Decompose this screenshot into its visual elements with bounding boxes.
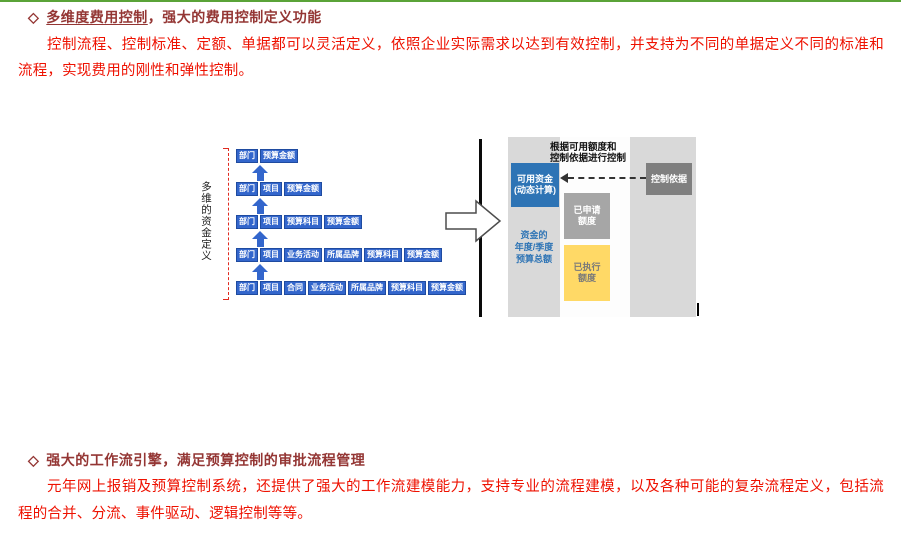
executed-quota-line2: 额度 <box>577 273 596 283</box>
budget-total-line2: 年度/季度 <box>514 242 554 252</box>
dimension-box: 所属品牌 <box>324 248 362 262</box>
available-funds-line1: 可用资金 <box>516 174 553 184</box>
applied-quota-line2: 额度 <box>577 216 596 226</box>
dashed-connector-arrowhead-icon <box>560 173 568 183</box>
dimension-box: 部门 <box>236 182 258 196</box>
dimension-box: 预算金额 <box>260 149 298 163</box>
available-funds-line2: (动态计算) <box>514 185 556 195</box>
dashed-connector-line <box>568 177 646 179</box>
up-arrow-icon <box>252 231 268 247</box>
dimension-bracket-line <box>228 148 229 300</box>
dimension-box: 预算金额 <box>324 215 362 229</box>
budget-control-diagram: 多维的资金定义 部门 预算金额 部门 项目 预算金额 部门 项目 预算科目 预算… <box>195 135 707 327</box>
budget-dimension-row-4: 部门 项目 业务活动 所属品牌 预算科目 预算金额 <box>236 248 442 262</box>
section2-paragraph: 元年网上报销及预算控制系统，还提供了强大的工作流建模能力，支持专业的流程建模，以… <box>18 479 884 522</box>
dimension-box: 业务活动 <box>308 281 346 295</box>
control-basis-box: 控制依据 <box>646 163 692 195</box>
dimension-box: 预算科目 <box>364 248 402 262</box>
dimension-box: 合同 <box>284 281 306 295</box>
applied-quota-line1: 已申请 <box>573 205 601 215</box>
budget-total-label: 资金的 年度/季度 预算总额 <box>508 229 560 265</box>
budget-dimension-row-1: 部门 预算金额 <box>236 149 298 163</box>
bracket-tick-bottom <box>223 299 228 300</box>
dimension-box: 预算金额 <box>284 182 322 196</box>
section1-heading: ◇ 多维度费用控制，强大的费用控制定义功能 <box>28 7 322 27</box>
available-funds-box: 可用资金 (动态计算) <box>511 163 559 207</box>
dimension-box: 预算金额 <box>404 248 442 262</box>
budget-dimension-row-3: 部门 项目 预算科目 预算金额 <box>236 215 362 229</box>
budget-total-line3: 预算总额 <box>515 254 552 264</box>
panel-title: 根据可用额度和 控制依据进行控制 <box>550 142 626 164</box>
dimension-box: 预算金额 <box>428 281 466 295</box>
section1-heading-part2: ，强大的费用控制定义功能 <box>147 9 322 25</box>
dimension-box: 业务活动 <box>284 248 322 262</box>
panel-title-line2: 控制依据进行控制 <box>550 153 627 164</box>
dimension-box: 部门 <box>236 281 258 295</box>
right-arrow-icon <box>445 199 502 243</box>
dimension-box: 预算科目 <box>284 215 322 229</box>
dimension-box: 项目 <box>260 182 282 196</box>
executed-quota-box: 已执行 额度 <box>564 245 610 301</box>
dimension-box: 部门 <box>236 215 258 229</box>
bracket-tick-top <box>223 148 228 149</box>
dimension-box: 所属品牌 <box>348 281 386 295</box>
text-cursor <box>697 303 699 316</box>
up-arrow-icon <box>252 198 268 214</box>
control-basis-label: 控制依据 <box>650 173 687 184</box>
dimension-box: 项目 <box>260 248 282 262</box>
budget-dimension-row-5: 部门 项目 合同 业务活动 所属品牌 预算科目 预算金额 <box>236 281 466 295</box>
diamond-bullet-icon: ◇ <box>28 9 40 25</box>
executed-quota-line1: 已执行 <box>573 262 601 272</box>
section2-heading: ◇ 强大的工作流引擎，满足预算控制的审批流程管理 <box>28 450 365 470</box>
dimension-box: 预算科目 <box>388 281 426 295</box>
up-arrow-icon <box>252 264 268 280</box>
budget-total-line1: 资金的 <box>520 230 548 240</box>
panel-title-line1: 根据可用额度和 <box>550 142 617 153</box>
dimension-box: 项目 <box>260 281 282 295</box>
top-border-line <box>0 0 901 2</box>
dimension-box: 项目 <box>260 215 282 229</box>
section2-heading-text: 强大的工作流引擎，满足预算控制的审批流程管理 <box>46 452 366 468</box>
section1-paragraph: 控制流程、控制标准、定额、单据都可以灵活定义，依照企业实际需求以达到有效控制，并… <box>18 37 884 79</box>
diamond-bullet-icon: ◇ <box>28 452 40 468</box>
budget-dimension-row-2: 部门 项目 预算金额 <box>236 182 322 196</box>
dimension-box: 部门 <box>236 149 258 163</box>
control-panel-diagram: 根据可用额度和 控制依据进行控制 可用资金 (动态计算) 控制依据 已申请 额度… <box>508 137 696 317</box>
dimension-axis-label: 多维的资金定义 <box>200 181 212 262</box>
section1-heading-part1: 多维度费用控制 <box>46 9 148 25</box>
dimension-box: 部门 <box>236 248 258 262</box>
applied-quota-box: 已申请 额度 <box>564 193 610 239</box>
up-arrow-icon <box>252 165 268 181</box>
